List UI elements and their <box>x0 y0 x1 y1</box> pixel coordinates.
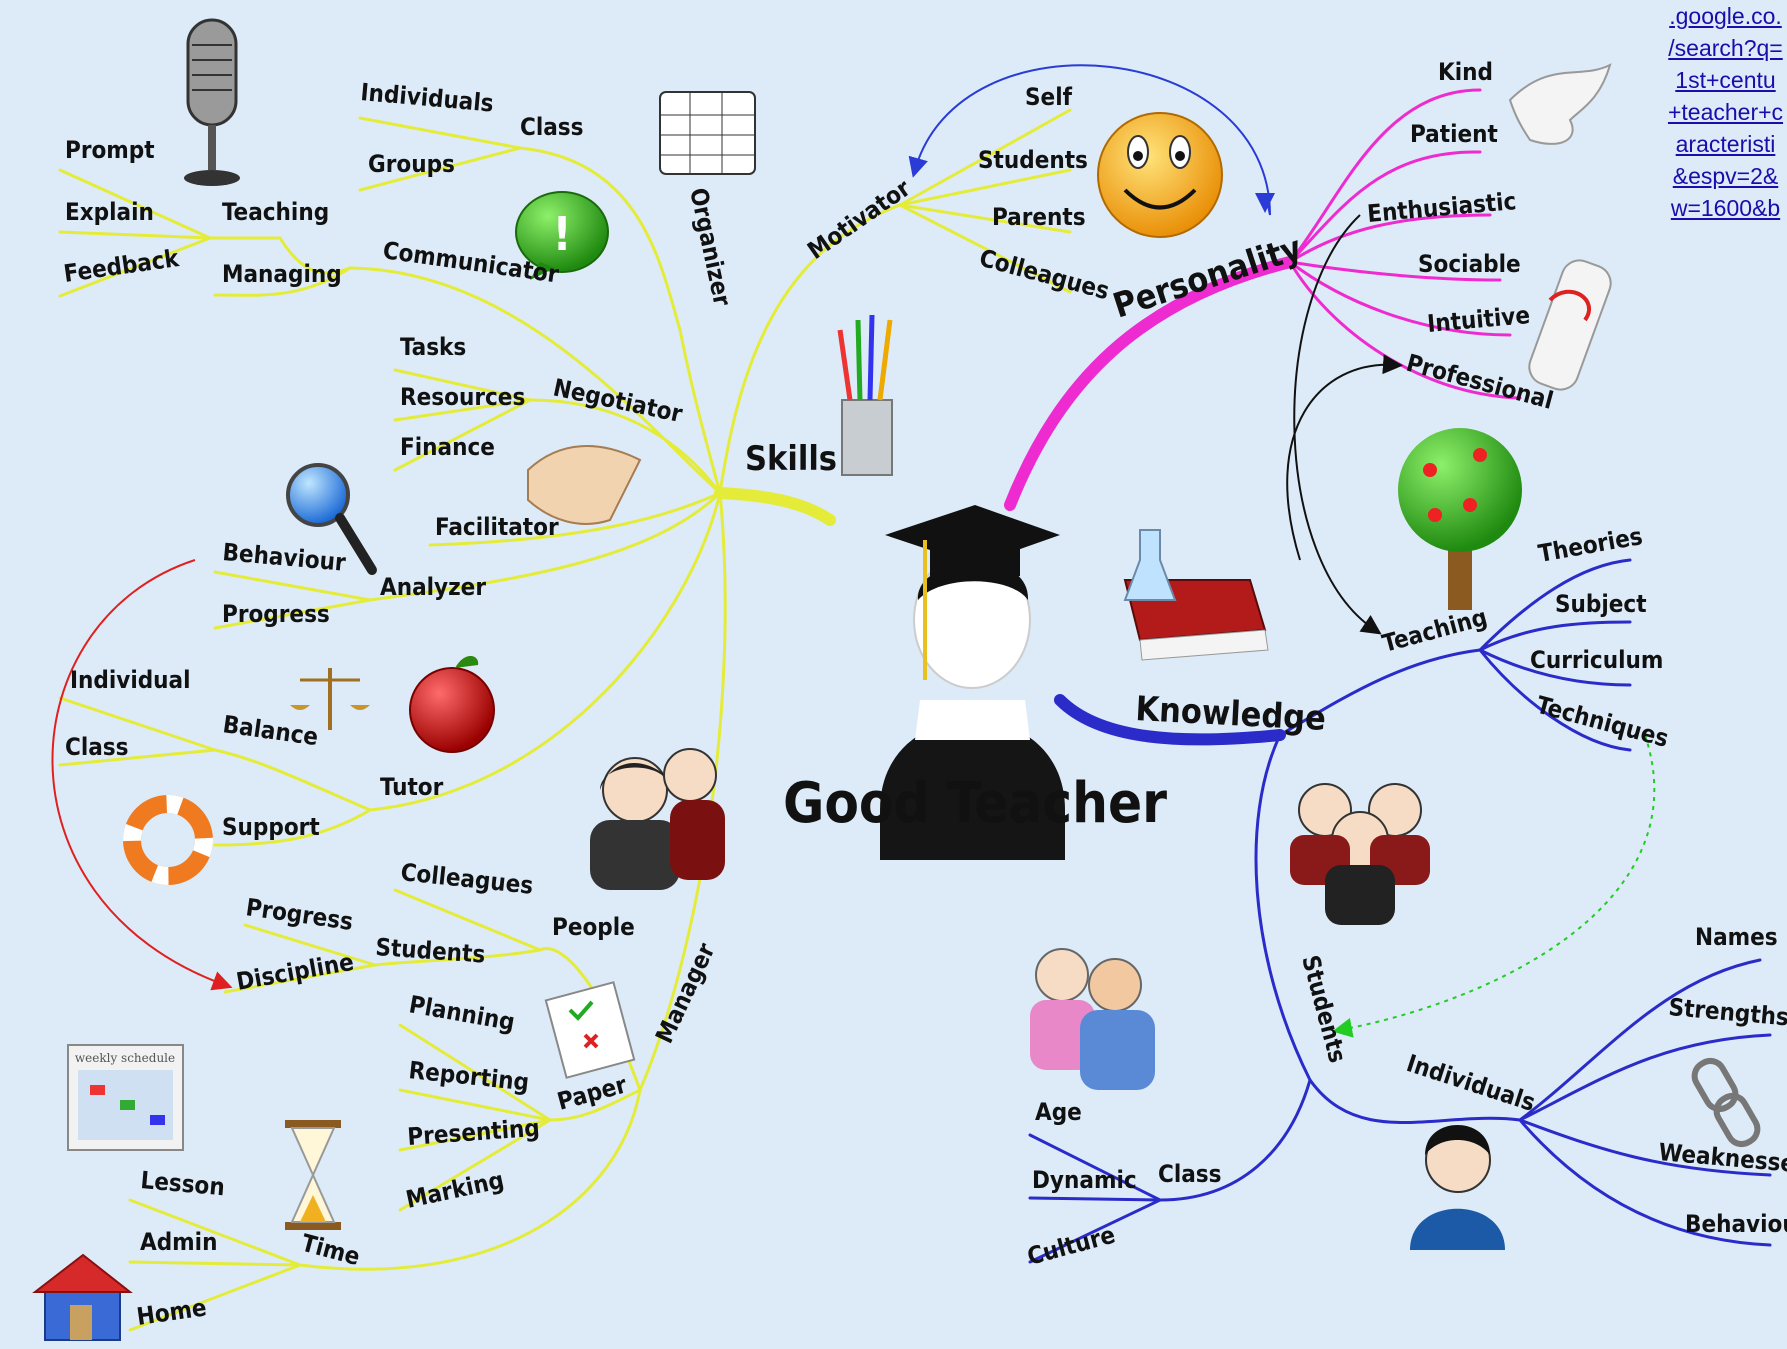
balance-class-label: Class <box>65 733 129 761</box>
graduate-avatar-icon <box>880 505 1065 860</box>
home-label: Home <box>135 1293 208 1330</box>
relation-arrows <box>51 64 1656 1038</box>
individuals-label: Individuals <box>359 78 494 118</box>
source-link[interactable]: .google.co. /search?q= 1st+centu +teache… <box>1664 0 1787 224</box>
motivator-students-label: Students <box>978 146 1088 174</box>
intuitive-label: Intuitive <box>1426 301 1531 338</box>
source-link-line[interactable]: 1st+centu <box>1675 67 1776 93</box>
checklist-icon <box>544 981 636 1079</box>
kind-label: Kind <box>1438 58 1493 86</box>
seating-chart-icon <box>659 91 756 175</box>
reporting-label: Reporting <box>407 1056 530 1096</box>
negotiator-label: Negotiator <box>551 373 685 428</box>
branch-skills: Skills <box>745 439 837 479</box>
dove-icon <box>1508 63 1612 145</box>
tutor-label: Tutor <box>380 773 444 801</box>
prompt-label: Prompt <box>65 136 155 164</box>
sociable-label: Sociable <box>1418 250 1521 278</box>
knowledge-connectors <box>1028 558 1772 1264</box>
parents-label: Parents <box>992 203 1086 231</box>
colleagues-label: Colleagues <box>399 858 534 900</box>
dynamic-label: Dynamic <box>1032 1166 1137 1194</box>
marking-label: Marking <box>403 1166 506 1214</box>
chain-links-icon <box>1691 1057 1761 1148</box>
analyzer-label: Analyzer <box>380 573 486 601</box>
patient-label: Patient <box>1410 120 1498 148</box>
facilitator-label: Facilitator <box>435 513 559 541</box>
source-link-line[interactable]: .google.co. <box>1669 3 1782 29</box>
groups-label: Groups <box>368 150 455 178</box>
age-label: Age <box>1035 1098 1082 1126</box>
people-label: People <box>552 913 635 941</box>
strengths-label: Strengths <box>1667 993 1787 1031</box>
student-group-icon <box>1290 783 1430 925</box>
finance-label: Finance <box>400 433 495 461</box>
knowledge-class-label: Class <box>1158 1160 1222 1188</box>
schedule-caption: weekly schedule <box>75 1051 175 1065</box>
teaching-label: Teaching <box>222 198 329 226</box>
knowledge-students-label: Students <box>1296 952 1351 1065</box>
svg-text:!: ! <box>553 207 572 261</box>
diploma-icon <box>1528 259 1612 391</box>
feedback-label: Feedback <box>62 244 181 288</box>
branch-personality: Personality <box>1108 228 1306 326</box>
microphone-icon <box>184 18 240 186</box>
handshake-icon <box>527 445 642 525</box>
discipline-label: Discipline <box>234 948 356 996</box>
presenting-label: Presenting <box>406 1114 540 1151</box>
source-link-line[interactable]: w=1600&b <box>1670 195 1781 221</box>
source-link-line[interactable]: aracteristi <box>1675 131 1776 157</box>
names-label: Names <box>1695 923 1778 951</box>
culture-label: Culture <box>1024 1221 1118 1271</box>
resources-label: Resources <box>400 383 525 411</box>
behaviour-knowledge-label: Behaviour <box>1685 1210 1787 1238</box>
book-flask-icon <box>1123 529 1269 661</box>
hourglass-icon <box>285 1120 341 1230</box>
lifebuoy-icon <box>123 795 213 885</box>
source-link-line[interactable]: +teacher+c <box>1667 99 1784 125</box>
planning-label: Planning <box>407 990 517 1036</box>
branch-knowledge: Knowledge <box>1135 689 1327 739</box>
center-title: Good Teacher <box>783 771 1167 836</box>
tree-icon <box>1398 428 1522 610</box>
source-link-line[interactable]: &espv=2& <box>1672 163 1779 189</box>
apple-icon <box>409 655 495 753</box>
magnifier-icon <box>286 463 377 575</box>
source-link-line[interactable]: /search?q= <box>1668 35 1783 61</box>
personality-connectors <box>1004 88 1522 511</box>
weekly-schedule-icon <box>67 1044 184 1151</box>
motivator-label: Motivator <box>802 174 915 265</box>
tasks-label: Tasks <box>400 333 466 361</box>
progress-label: Progress <box>222 600 330 628</box>
pencil-cup-icon <box>837 314 893 476</box>
self-label: Self <box>1025 83 1073 111</box>
exclamation-bubble-icon: ! <box>515 191 609 280</box>
explain-label: Explain <box>65 198 154 226</box>
lesson-label: Lesson <box>139 1166 225 1201</box>
scales-icon <box>290 668 370 730</box>
balance-label: Balance <box>221 710 320 751</box>
individual-label: Individual <box>70 666 191 694</box>
behaviour-label: Behaviour <box>221 538 347 577</box>
curriculum-label: Curriculum <box>1530 646 1663 674</box>
manager-label: Manager <box>650 939 721 1048</box>
class-label: Class <box>520 113 584 141</box>
organizer-label: Organizer <box>684 185 736 308</box>
motivator-colleagues-label: Colleagues <box>976 244 1112 305</box>
enthusiastic-label: Enthusiastic <box>1366 187 1517 228</box>
individuals-knowledge-label: Individuals <box>1403 1049 1538 1117</box>
student-avatar-icon <box>1410 1125 1505 1250</box>
support-label: Support <box>222 813 320 841</box>
managing-label: Managing <box>222 260 342 288</box>
subject-label: Subject <box>1555 590 1647 618</box>
house-icon <box>32 1253 133 1341</box>
admin-label: Admin <box>140 1228 217 1256</box>
people-icon <box>590 748 725 890</box>
smiley-icon <box>1097 112 1223 238</box>
elderly-couple-icon <box>1030 948 1155 1090</box>
